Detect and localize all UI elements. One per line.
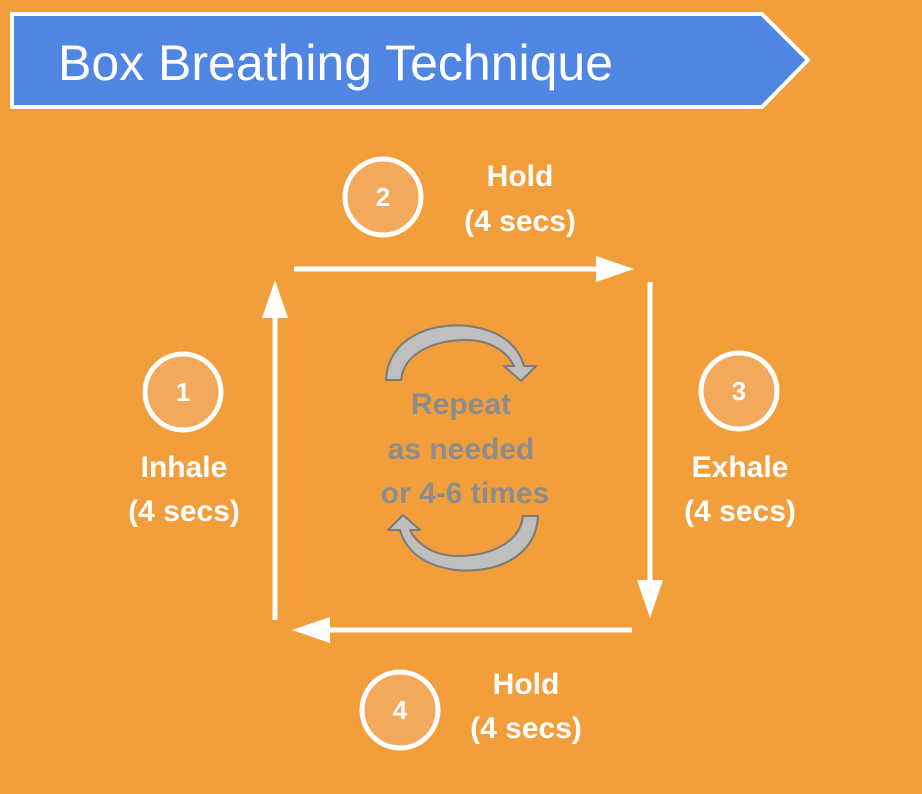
step-2-circle [342, 156, 424, 238]
step-2-duration: (4 secs) [464, 205, 576, 238]
step-1-label: Inhale [141, 451, 228, 484]
step-exhale: 3 Exhale (4 secs) [684, 350, 796, 528]
step-4-circle [359, 669, 441, 751]
cycle-arrow-top-icon [385, 324, 537, 382]
step-inhale: 1 Inhale (4 secs) [128, 351, 240, 528]
cycle-arrows [385, 324, 539, 572]
repeat-line-1: Repeat [411, 388, 511, 421]
step-2-label: Hold [487, 160, 554, 193]
page-title: Box Breathing Technique [58, 35, 613, 91]
repeat-line-2: as needed [388, 433, 535, 466]
box-arrows [262, 256, 663, 643]
step-1-circle [142, 351, 224, 433]
arrow-left-head [292, 617, 330, 643]
step-3-duration: (4 secs) [684, 495, 796, 528]
step-4-duration: (4 secs) [470, 712, 582, 745]
step-1-number: 1 [176, 377, 190, 407]
step-hold-bottom: 4 Hold (4 secs) [359, 668, 582, 751]
title-banner: Box Breathing Technique [10, 12, 811, 109]
step-4-label: Hold [493, 668, 560, 701]
title-banner-shape [10, 12, 811, 109]
arrow-up-head [262, 280, 288, 318]
step-4-number: 4 [393, 695, 408, 725]
repeat-line-3: or 4-6 times [381, 477, 549, 510]
step-3-number: 3 [732, 376, 746, 406]
step-2-number: 2 [376, 182, 390, 212]
step-hold-top: 2 Hold (4 secs) [342, 156, 576, 238]
step-3-circle [698, 350, 780, 432]
cycle-arrow-bottom-icon [387, 514, 539, 572]
arrow-right-head [596, 256, 634, 282]
arrow-down-head [637, 580, 663, 618]
repeat-note: Repeat as needed or 4-6 times [381, 388, 549, 510]
step-3-label: Exhale [692, 451, 789, 484]
step-1-duration: (4 secs) [128, 495, 240, 528]
